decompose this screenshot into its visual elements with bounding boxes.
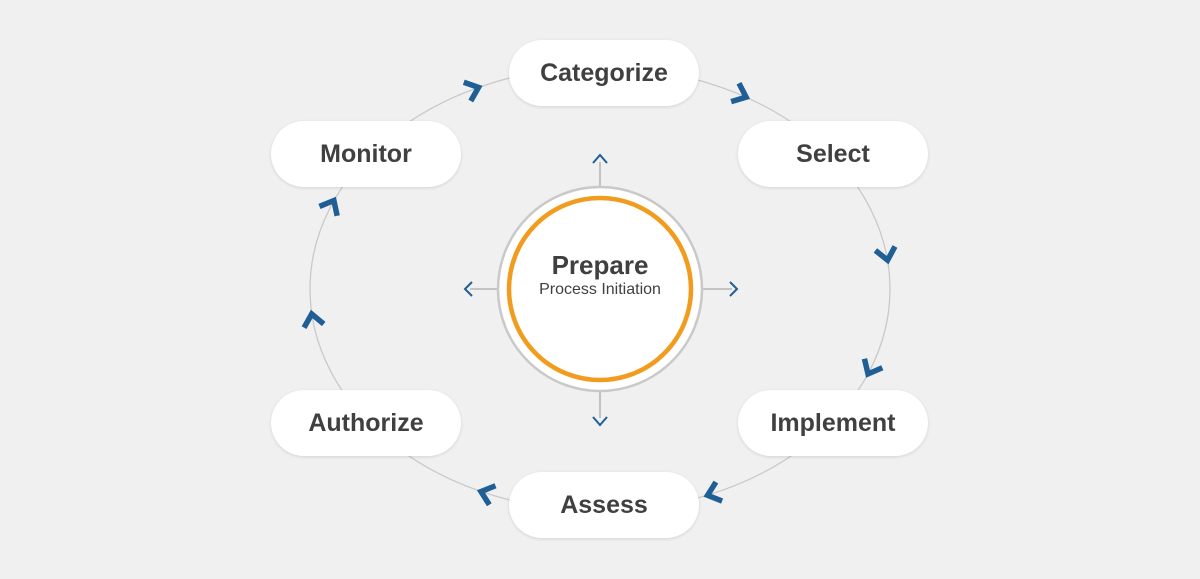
chevron-icon xyxy=(318,196,340,217)
center-title: Prepare xyxy=(551,250,649,280)
chevron-icon xyxy=(476,483,497,507)
chevron-icon xyxy=(301,309,326,329)
stage-categorize[interactable]: Categorize xyxy=(509,40,699,106)
chevron-icon xyxy=(462,79,483,103)
stage-implement[interactable]: Implement xyxy=(738,390,928,456)
stage-select[interactable]: Select xyxy=(738,121,928,187)
chevron-icon xyxy=(861,358,884,378)
stage-assess[interactable]: Assess xyxy=(509,472,699,538)
center-label: Prepare Process Initiation xyxy=(500,250,700,300)
arrow-up-icon xyxy=(592,153,608,164)
chevron-icon xyxy=(703,480,724,504)
chevron-icon xyxy=(730,81,751,105)
center-subtitle: Process Initiation xyxy=(539,281,661,298)
arrow-right-icon xyxy=(729,281,739,297)
arrow-down-icon xyxy=(592,416,608,427)
arrow-left-icon xyxy=(463,281,473,297)
stage-monitor[interactable]: Monitor xyxy=(271,121,461,187)
stage-authorize[interactable]: Authorize xyxy=(271,390,461,456)
chevron-icon xyxy=(873,245,898,265)
center-inner-circle xyxy=(506,195,694,383)
